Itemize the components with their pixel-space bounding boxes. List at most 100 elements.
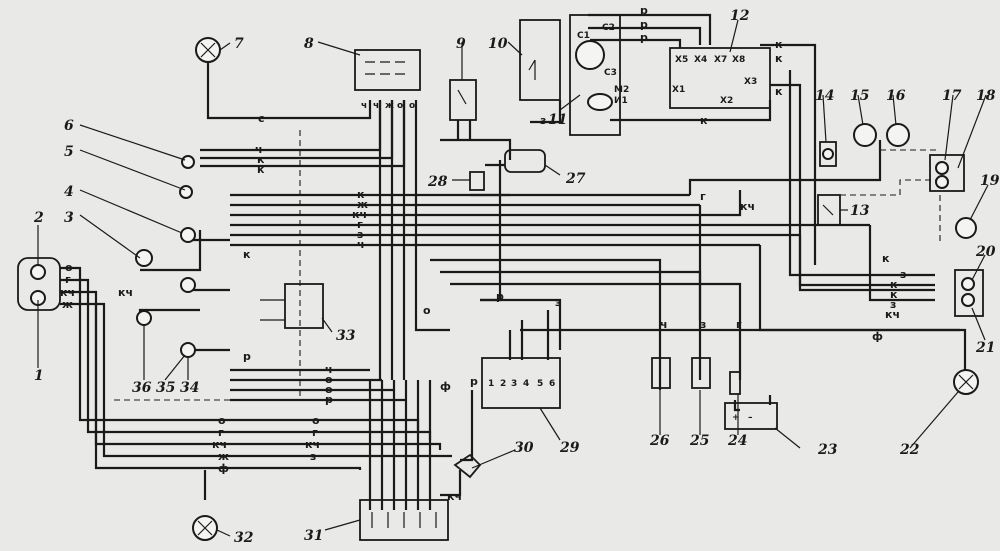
svg-text:X3: X3 <box>744 77 757 87</box>
callout-15: 15 <box>850 88 869 104</box>
svg-text:к: к <box>700 114 708 127</box>
callout-4: 4 <box>64 184 74 200</box>
callout-32: 32 <box>234 530 254 546</box>
callout-12: 12 <box>730 8 750 24</box>
component-23-battery: + – <box>724 402 778 430</box>
callout-5: 5 <box>64 144 74 160</box>
callout-36: 36 <box>132 380 152 396</box>
svg-text:ч: ч <box>660 318 668 331</box>
svg-text:кч: кч <box>352 208 367 221</box>
svg-text:–: – <box>748 413 753 423</box>
callout-19: 19 <box>980 173 1000 189</box>
component-17-18 <box>929 154 965 192</box>
svg-text:6: 6 <box>549 379 555 389</box>
component-26-switch <box>651 357 671 389</box>
svg-text:5: 5 <box>537 379 543 389</box>
svg-text:р: р <box>640 31 648 44</box>
svg-text:ж: ж <box>385 101 394 111</box>
svg-text:к: к <box>775 52 783 65</box>
svg-text:C3: C3 <box>604 68 617 78</box>
svg-text:р: р <box>243 350 251 363</box>
callout-numbers: 1 2 3 4 5 6 7 8 9 10 11 12 13 14 15 16 1… <box>33 8 1000 546</box>
svg-text:г: г <box>312 426 318 439</box>
svg-text:X5: X5 <box>675 55 688 65</box>
svg-text:+: + <box>732 413 740 423</box>
svg-text:г: г <box>218 426 224 439</box>
svg-text:г: г <box>357 218 363 231</box>
svg-text:г: г <box>736 318 742 331</box>
callout-6: 6 <box>64 118 74 134</box>
svg-text:X1: X1 <box>672 85 685 95</box>
callout-22: 22 <box>899 442 920 458</box>
callout-30: 30 <box>514 440 534 456</box>
component-13-switch <box>817 194 841 226</box>
callout-7: 7 <box>234 36 244 52</box>
svg-text:к: к <box>257 153 265 166</box>
svg-text:ф: ф <box>218 462 229 475</box>
svg-text:р: р <box>640 4 648 17</box>
svg-text:1: 1 <box>488 379 494 389</box>
svg-text:ж: ж <box>357 198 368 211</box>
callout-16: 16 <box>886 88 906 104</box>
svg-text:з: з <box>890 298 896 311</box>
component-24-fuse <box>729 371 741 395</box>
callout-29: 29 <box>559 440 580 456</box>
svg-text:о: о <box>409 101 415 111</box>
callout-21: 21 <box>975 340 995 356</box>
callout-18: 18 <box>976 88 996 104</box>
callout-27: 27 <box>565 171 586 187</box>
svg-text:к: к <box>257 163 265 176</box>
component-29-relay: 1 2 3 4 5 6 <box>481 357 561 409</box>
svg-text:з: з <box>357 228 363 241</box>
svg-text:о: о <box>325 383 333 396</box>
svg-text:к: к <box>890 278 898 291</box>
svg-text:И1: И1 <box>614 96 628 106</box>
svg-text:кч: кч <box>740 200 755 213</box>
component-12-regulator: X5 X4 X7 X8 X3 X1 X2 <box>669 47 771 109</box>
component-9-switch <box>449 79 477 140</box>
svg-text:X2: X2 <box>720 96 733 106</box>
svg-text:о: о <box>218 414 226 427</box>
svg-text:X8: X8 <box>732 55 745 65</box>
svg-text:к: к <box>882 252 890 265</box>
svg-text:з: з <box>540 114 546 127</box>
component-31-switch <box>359 499 449 541</box>
svg-text:кч: кч <box>118 286 133 299</box>
svg-text:кч: кч <box>885 308 900 321</box>
svg-text:з: з <box>700 318 706 331</box>
callout-9: 9 <box>456 36 466 52</box>
svg-text:ж: ж <box>62 298 73 311</box>
component-8-switch: ч ч ж о о <box>354 49 421 111</box>
callout-10: 10 <box>488 36 508 52</box>
svg-text:к: к <box>890 288 898 301</box>
callout-34: 34 <box>180 380 199 396</box>
svg-text:кч: кч <box>212 438 227 451</box>
svg-text:р: р <box>325 393 333 406</box>
svg-text:ф: ф <box>872 330 883 343</box>
component-28 <box>469 171 485 191</box>
svg-text:4: 4 <box>523 379 529 389</box>
lamps <box>17 37 979 541</box>
svg-text:о: о <box>312 414 320 427</box>
svg-text:з: з <box>555 296 561 309</box>
callout-28: 28 <box>427 174 448 190</box>
component-25-switch <box>691 357 711 389</box>
svg-text:C2: C2 <box>602 23 615 33</box>
svg-text:к: к <box>243 248 251 261</box>
svg-text:г: г <box>700 190 706 203</box>
svg-text:о: о <box>325 373 333 386</box>
svg-text:ч: ч <box>361 101 367 111</box>
callout-26: 26 <box>649 433 670 449</box>
svg-text:г: г <box>65 273 71 286</box>
svg-text:с: с <box>258 112 265 125</box>
svg-text:кч: кч <box>305 438 320 451</box>
callout-11: 11 <box>548 112 567 128</box>
component-10-relay <box>519 19 561 101</box>
component-33-block <box>260 283 324 329</box>
svg-text:3: 3 <box>511 379 517 389</box>
svg-text:р: р <box>640 18 648 31</box>
svg-text:ч: ч <box>373 101 379 111</box>
callout-13: 13 <box>850 203 870 219</box>
svg-text:р: р <box>496 290 504 303</box>
